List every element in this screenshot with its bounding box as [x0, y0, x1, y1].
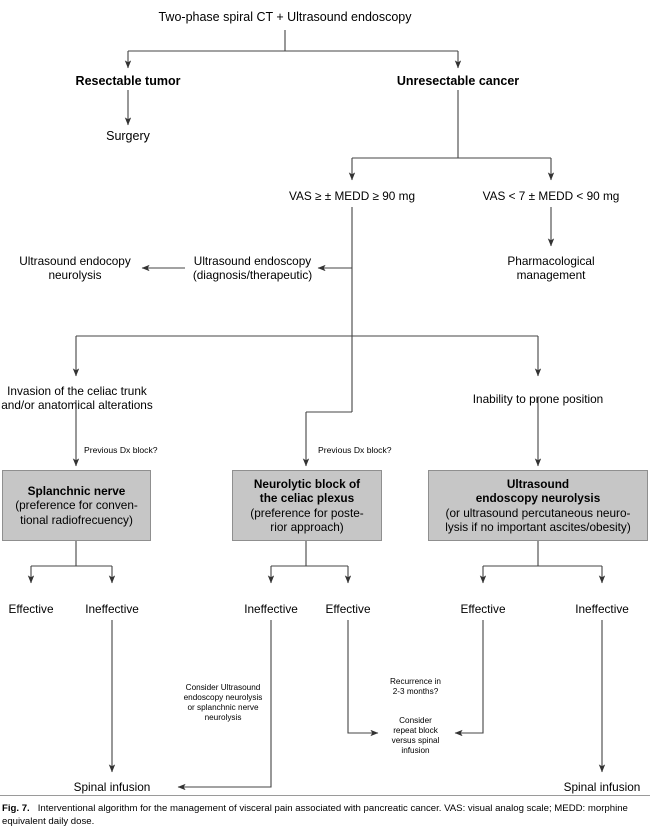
- note-consider-repeat-block: Consider repeat block versus spinal infu…: [373, 716, 458, 756]
- outcome-b2-effective-label: Effective: [325, 602, 371, 616]
- box-splanchnic-nerve: Splanchnic nerve (preference for conven-…: [2, 470, 151, 541]
- node-ultrasound-endocopy-neurolysis: Ultrasound endocopy neurolysis: [8, 254, 142, 283]
- terminal-spinal-infusion-left-label: Spinal infusion: [73, 780, 151, 794]
- note-consider-ultrasound-neurolysis: Consider Ultrasound endoscopy neurolysis…: [145, 683, 301, 723]
- box-ultrasound-endoscopy-neurolysis-title2: endoscopy neurolysis: [475, 491, 601, 506]
- box-ultrasound-endoscopy-neurolysis-line1: (or ultrasound percutaneous neuro-: [445, 505, 631, 520]
- node-vas-high-label: VAS ≥ ± MEDD ≥ 90 mg: [288, 189, 416, 203]
- note-recurrence-line1: Recurrence in: [390, 677, 441, 686]
- node-unresectable-cancer: Unresectable cancer: [373, 74, 543, 89]
- note-consider-ultrasound-neurolysis-line3: or splanchnic nerve: [187, 703, 259, 712]
- note-recurrence-line2: 2-3 months?: [392, 687, 439, 696]
- outcome-b2-ineffective: Ineffective: [226, 602, 316, 616]
- box-splanchnic-nerve-line1: (preference for conven-: [15, 498, 138, 513]
- node-pharmacological-management: Pharmacological management: [481, 254, 621, 283]
- node-vas-high: VAS ≥ ± MEDD ≥ 90 mg: [267, 189, 437, 203]
- note-consider-repeat-block-line2: repeat block: [393, 726, 438, 735]
- label-previous-dx-block-left-text: Previous Dx block?: [84, 445, 158, 455]
- node-invasion-celiac-trunk: Invasion of the celiac trunk and/or anat…: [0, 384, 162, 413]
- node-ultrasound-endocopy-neurolysis-line2: neurolysis: [48, 268, 102, 283]
- note-consider-repeat-block-line1: Consider: [399, 716, 432, 725]
- node-inability-prone-position: Inability to prone position: [453, 392, 623, 406]
- outcome-b2-ineffective-label: Ineffective: [244, 602, 298, 616]
- terminal-spinal-infusion-right-label: Spinal infusion: [563, 780, 641, 794]
- node-surgery: Surgery: [73, 129, 183, 144]
- note-consider-repeat-block-line3: versus spinal: [391, 736, 440, 745]
- node-inability-prone-position-label: Inability to prone position: [472, 392, 604, 406]
- node-resectable-tumor: Resectable tumor: [48, 74, 208, 89]
- label-previous-dx-block-mid: Previous Dx block?: [318, 445, 418, 455]
- node-ultrasound-endoscopy-diagnostic: Ultrasound endoscopy (diagnosis/therapeu…: [185, 254, 320, 283]
- figure-number: Fig. 7.: [2, 803, 30, 814]
- figure-caption-text: Interventional algorithm for the managem…: [2, 803, 628, 828]
- note-consider-ultrasound-neurolysis-line1: Consider Ultrasound: [185, 683, 261, 692]
- note-recurrence: Recurrence in 2-3 months?: [373, 677, 458, 697]
- outcome-b1-ineffective-label: Ineffective: [85, 602, 139, 616]
- node-invasion-celiac-trunk-line1: Invasion of the celiac trunk: [7, 384, 147, 398]
- node-ultrasound-endoscopy-diagnostic-line1: Ultrasound endoscopy: [193, 254, 312, 268]
- node-pharmacological-management-line2: management: [516, 268, 586, 283]
- figure-caption: Fig. 7. Interventional algorithm for the…: [2, 802, 648, 828]
- label-previous-dx-block-mid-text: Previous Dx block?: [318, 445, 392, 455]
- box-neurolytic-celiac-plexus: Neurolytic block of the celiac plexus (p…: [232, 470, 382, 541]
- label-previous-dx-block-left: Previous Dx block?: [84, 445, 184, 455]
- node-resectable-tumor-label: Resectable tumor: [75, 74, 181, 88]
- outcome-b3-effective-label: Effective: [460, 602, 506, 616]
- terminal-spinal-infusion-left: Spinal infusion: [62, 780, 162, 794]
- outcome-b1-ineffective: Ineffective: [67, 602, 157, 616]
- node-unresectable-cancer-label: Unresectable cancer: [396, 74, 520, 88]
- box-neurolytic-celiac-plexus-line2: rior approach): [270, 519, 344, 534]
- terminal-spinal-infusion-right: Spinal infusion: [552, 780, 650, 794]
- box-neurolytic-celiac-plexus-title2: the celiac plexus: [259, 491, 355, 506]
- node-pharmacological-management-line1: Pharmacological: [507, 254, 595, 268]
- outcome-b3-ineffective: Ineffective: [557, 602, 647, 616]
- node-ultrasound-endocopy-neurolysis-line1: Ultrasound endocopy: [19, 254, 131, 268]
- outcome-b3-effective: Effective: [443, 602, 523, 616]
- box-neurolytic-celiac-plexus-line1: (preference for poste-: [250, 505, 364, 520]
- box-ultrasound-endoscopy-neurolysis: Ultrasound endoscopy neurolysis (or ultr…: [428, 470, 648, 541]
- outcome-b1-effective-label: Effective: [8, 602, 54, 616]
- node-vas-low-label: VAS < 7 ± MEDD < 90 mg: [482, 189, 620, 203]
- outcome-b3-ineffective-label: Ineffective: [575, 602, 629, 616]
- note-consider-ultrasound-neurolysis-line4: neurolysis: [204, 713, 242, 722]
- note-consider-ultrasound-neurolysis-line2: endoscopy neurolysis: [183, 693, 263, 702]
- node-ultrasound-endoscopy-diagnostic-line2: (diagnosis/therapeutic): [192, 268, 313, 283]
- note-consider-repeat-block-line4: infusion: [401, 746, 430, 755]
- node-invasion-celiac-trunk-line2: and/or anatomical alterations: [1, 398, 153, 413]
- box-splanchnic-nerve-title: Splanchnic nerve: [27, 483, 126, 498]
- node-vas-low: VAS < 7 ± MEDD < 90 mg: [466, 189, 636, 203]
- caption-divider: [0, 795, 650, 796]
- box-neurolytic-celiac-plexus-title1: Neurolytic block of: [253, 476, 361, 491]
- node-root: Two-phase spiral CT + Ultrasound endosco…: [135, 10, 435, 25]
- outcome-b1-effective: Effective: [0, 602, 71, 616]
- box-ultrasound-endoscopy-neurolysis-title1: Ultrasound: [506, 476, 570, 491]
- box-ultrasound-endoscopy-neurolysis-line2: lysis if no important ascites/obesity): [445, 519, 631, 534]
- outcome-b2-effective: Effective: [308, 602, 388, 616]
- node-root-label: Two-phase spiral CT + Ultrasound endosco…: [158, 10, 412, 24]
- box-splanchnic-nerve-line2: tional radiofrecuency): [20, 512, 133, 527]
- node-surgery-label: Surgery: [106, 129, 150, 143]
